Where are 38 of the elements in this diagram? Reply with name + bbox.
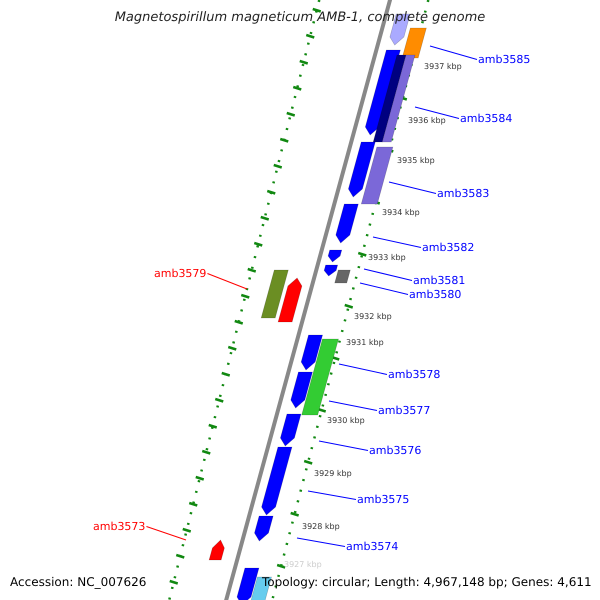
tick-label: 3935 kbp [397, 156, 435, 166]
gene-label: amb3582 [422, 241, 474, 254]
tick-label: 3928 kbp [302, 522, 340, 532]
leader-line [328, 400, 378, 411]
tick-label: 3933 kbp [368, 253, 406, 263]
gene-label: amb3585 [478, 53, 530, 66]
leader-line [360, 282, 408, 295]
leader-line [206, 273, 248, 290]
info-text: Accession: NC_007626 [10, 574, 146, 590]
leader-line [414, 106, 460, 119]
gene-label: amb3576 [369, 444, 422, 457]
gene-label: amb3583 [437, 187, 490, 200]
gene-label: amb3573 [93, 520, 146, 533]
gene-label: amb3579 [154, 267, 206, 280]
leader-line [372, 236, 422, 248]
leader-line [308, 490, 356, 500]
leader-line [146, 526, 186, 540]
gene-label: amb3581 [413, 274, 466, 287]
gene-label: amb3577 [378, 404, 430, 417]
leader-line [296, 538, 346, 547]
tick-label: 3937 kbp [424, 62, 462, 72]
tick-label: 3936 kbp [408, 116, 446, 126]
tick-label: 3932 kbp [354, 312, 392, 322]
leader-line [318, 440, 368, 451]
gene-label: amb3580 [409, 288, 462, 301]
tick-label: 3929 kbp [314, 469, 352, 479]
leader-line [364, 268, 412, 281]
gene-label: amb3578 [388, 368, 440, 381]
tick-label: 3931 kbp [346, 338, 384, 348]
gene-label: amb3574 [346, 540, 398, 553]
title: Magnetospirillum magneticum AMB-1, complete genome [114, 10, 486, 25]
tick-label: 3934 kbp [382, 208, 420, 218]
leader-line [388, 182, 436, 194]
leader-line [338, 364, 388, 375]
gene-label: amb3575 [357, 493, 410, 506]
leader-line [430, 46, 478, 60]
gene-label: amb3584 [460, 112, 512, 125]
tick-label: 3930 kbp [327, 416, 365, 426]
